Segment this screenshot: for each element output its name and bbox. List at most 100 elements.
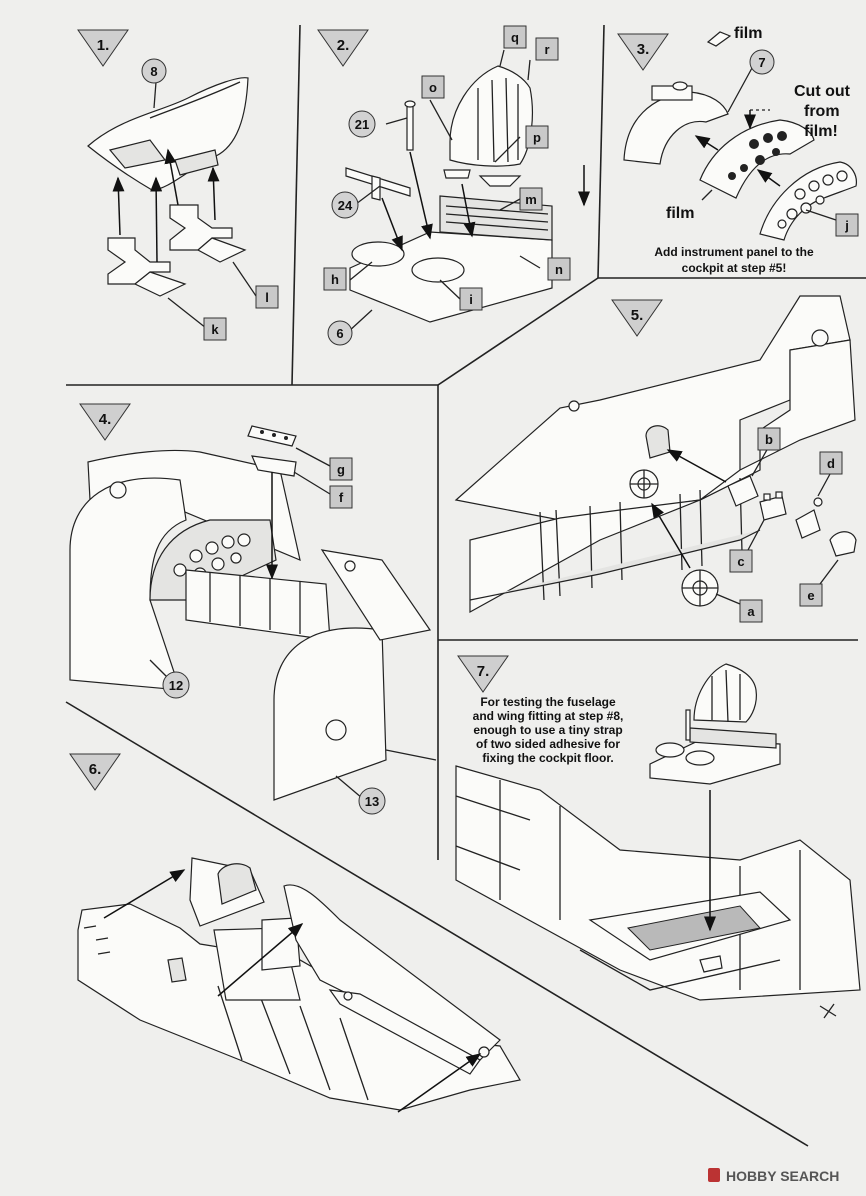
- callout-12: 12: [162, 671, 190, 699]
- seat-part-q-r: [449, 65, 533, 167]
- svg-text:e: e: [807, 588, 814, 603]
- step-7-label: 7.: [477, 663, 490, 680]
- step-7-note-3: enough to use a tiny strap: [473, 723, 622, 737]
- callout-p: p: [525, 125, 549, 149]
- hobby-search-logo-icon: [708, 1168, 720, 1182]
- svg-text:h: h: [331, 272, 339, 287]
- svg-text:m: m: [525, 192, 537, 207]
- step-7-panel: 7. For testing the fuselage and wing fit…: [455, 655, 861, 1019]
- add-panel-note-2: cockpit at step #5!: [682, 261, 787, 275]
- step-3-label: 3.: [637, 41, 650, 58]
- callout-r: r: [535, 37, 559, 61]
- callout-i: i: [459, 287, 483, 311]
- callout-6: 6: [327, 320, 353, 346]
- svg-text:p: p: [533, 130, 541, 145]
- control-stick-21: [404, 100, 416, 151]
- svg-text:8: 8: [150, 64, 157, 79]
- svg-text:HOBBY SEARCH: HOBBY SEARCH: [726, 1168, 839, 1184]
- pe-part-f: [251, 455, 297, 477]
- frame-part-k: [107, 237, 187, 297]
- cut-out-label-3: film!: [804, 123, 838, 140]
- svg-text:q: q: [511, 30, 519, 45]
- step-7-note-4: of two sided adhesive for: [476, 737, 620, 751]
- step-7-note-2: and wing fitting at step #8,: [473, 709, 624, 723]
- callout-24: 24: [331, 191, 359, 219]
- step-6-panel: 6.: [69, 753, 521, 1113]
- callout-o: o: [421, 75, 445, 99]
- callout-13: 13: [358, 787, 386, 815]
- instrument-panel-j: [759, 161, 857, 241]
- step-6-label: 6.: [89, 761, 102, 778]
- seat-brackets-p: [443, 169, 522, 187]
- control-column-wheel: [629, 425, 671, 499]
- callout-q: q: [503, 25, 527, 49]
- instrument-panel-housing-7: [623, 81, 729, 165]
- svg-text:o: o: [429, 80, 437, 95]
- instrument-panel-mounted: [149, 519, 277, 601]
- svg-text:c: c: [737, 554, 744, 569]
- film-piece-icon: [706, 31, 732, 47]
- add-panel-note-1: Add instrument panel to the: [654, 245, 814, 259]
- frame-part-l: [169, 204, 247, 263]
- fuselage-half-13: [273, 549, 437, 801]
- step-2-label: 2.: [337, 37, 350, 54]
- fuselage-half-12: [69, 449, 301, 691]
- wing-center-section: [455, 765, 861, 1019]
- pe-part-b: [727, 475, 759, 507]
- callout-e: e: [799, 583, 823, 607]
- svg-text:6: 6: [336, 326, 343, 341]
- svg-text:a: a: [747, 604, 755, 619]
- cut-out-label-1: Cut out: [794, 83, 851, 100]
- cockpit-floor-assembled: [649, 663, 781, 785]
- pe-part-g: [247, 425, 297, 447]
- pe-part-a: [681, 569, 719, 607]
- pe-part-c: [759, 491, 787, 521]
- svg-text:21: 21: [355, 117, 369, 132]
- callout-l: l: [255, 285, 279, 309]
- panel-dividers: [65, 24, 866, 1147]
- rudder-pedals-h-i: [351, 241, 465, 283]
- callout-h: h: [323, 267, 347, 291]
- callout-n: n: [547, 257, 571, 281]
- fuselage-frames-assembly: [454, 295, 856, 614]
- step-4-marker: 4.: [79, 403, 131, 441]
- film-label-bottom: film: [666, 205, 694, 222]
- step-1-panel: 1. 8 l k: [77, 29, 279, 341]
- svg-text:7: 7: [758, 55, 765, 70]
- svg-text:g: g: [337, 462, 345, 477]
- step-4-panel: 4.: [69, 403, 437, 815]
- svg-text:b: b: [765, 432, 773, 447]
- callout-d: d: [819, 451, 843, 475]
- svg-text:f: f: [339, 490, 344, 505]
- step-4-label: 4.: [99, 411, 112, 428]
- step-3-panel: 3. film: [617, 25, 859, 275]
- callout-m: m: [519, 187, 543, 211]
- callout-k: k: [203, 317, 227, 341]
- film-label-top: film: [734, 25, 762, 42]
- callout-b: b: [757, 427, 781, 451]
- step-3-marker: 3.: [617, 33, 669, 71]
- svg-text:r: r: [544, 42, 549, 57]
- pe-part-d: [795, 497, 823, 539]
- callout-7: 7: [749, 49, 775, 75]
- rudder-bar-24: [345, 167, 411, 201]
- svg-text:i: i: [469, 292, 473, 307]
- svg-text:k: k: [211, 322, 219, 337]
- step-2-panel: 2.: [317, 25, 590, 346]
- fuselage-assembled: [77, 903, 521, 1111]
- callout-8: 8: [141, 58, 167, 84]
- step-1-label: 1.: [97, 37, 110, 54]
- callout-c: c: [729, 549, 753, 573]
- hobby-search-watermark: HOBBY SEARCH: [708, 1168, 839, 1184]
- step-7-note-1: For testing the fuselage: [480, 695, 616, 709]
- instrument-film: [699, 119, 815, 199]
- svg-text:j: j: [844, 218, 849, 233]
- step-2-marker: 2.: [317, 29, 369, 67]
- svg-text:13: 13: [365, 794, 379, 809]
- svg-text:12: 12: [169, 678, 183, 693]
- step-7-note-5: fixing the cockpit floor.: [482, 751, 613, 765]
- fuselage-right-half-assembled: [283, 884, 501, 1075]
- cockpit-tub-part-8: [87, 77, 249, 191]
- step-5-label: 5.: [631, 307, 644, 324]
